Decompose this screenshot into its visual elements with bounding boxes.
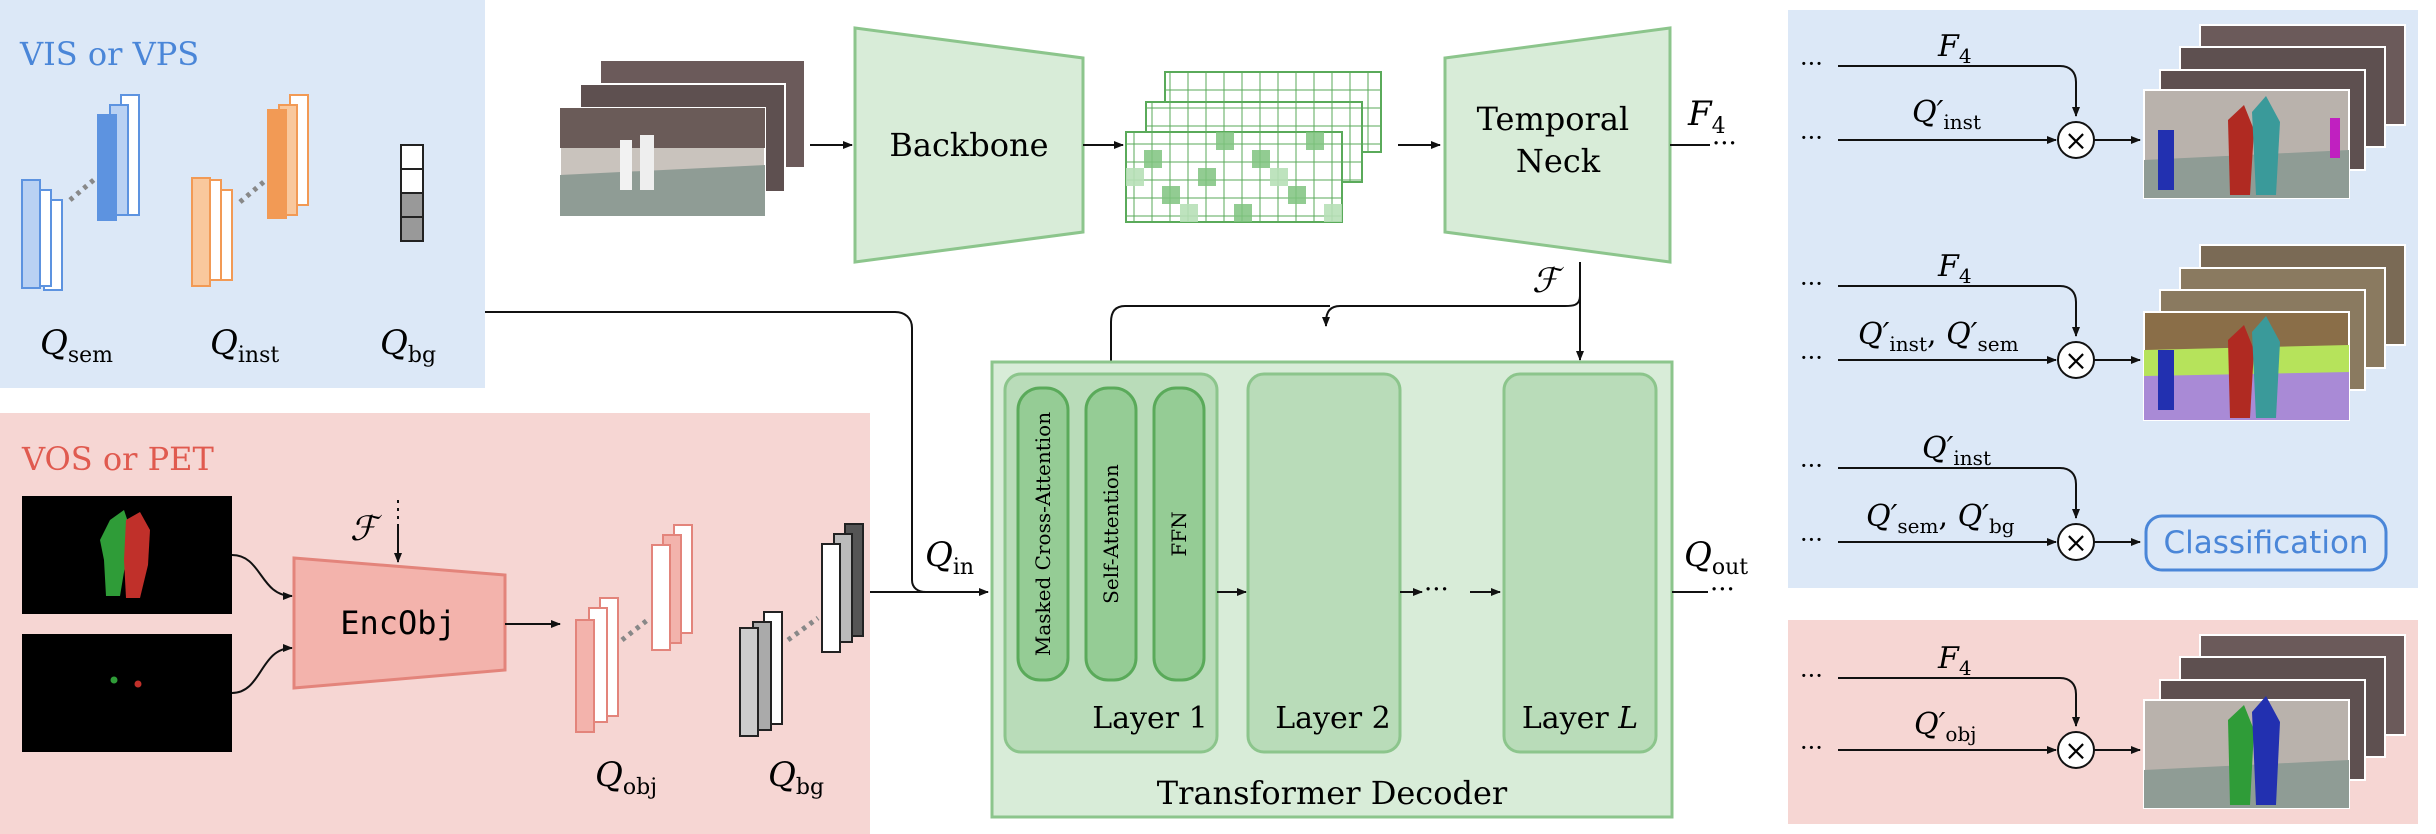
q-obj-dots: [620, 616, 652, 642]
row1-bottom-ellipsis: ···: [1800, 124, 1823, 152]
vis-panel-title: VIS or VPS: [19, 35, 199, 73]
row2-top-ellipsis: ···: [1800, 270, 1823, 298]
row4-top-ellipsis: ···: [1800, 662, 1823, 690]
instance-segmentation-result: [2143, 24, 2406, 199]
masked-cross-attention-block: [1016, 386, 1070, 682]
row3-times-symbol: ×: [2064, 526, 2087, 559]
q-obj-query-stack: [575, 524, 693, 733]
q-inst-dots: [238, 178, 268, 204]
object-points-image: [22, 634, 232, 752]
temporal-neck-label: Temporal Neck: [1477, 100, 1640, 180]
row1-times-symbol: ×: [2064, 124, 2087, 157]
q-bg-query-vis: [400, 144, 424, 242]
q-out-label: Qout: [1684, 535, 1748, 580]
decoder-title: Transformer Decoder: [1157, 774, 1508, 812]
multi-scale-feature-maps: [1125, 71, 1382, 223]
layer-2-label: Layer 2: [1275, 701, 1390, 736]
encobj-module: [292, 556, 507, 690]
backbone-label: Backbone: [889, 126, 1048, 164]
q-inst-query-stack: [191, 94, 309, 287]
row3-top-ellipsis: ···: [1800, 452, 1823, 480]
temporal-neck-module: [1443, 26, 1672, 264]
ffn-label: FFN: [1167, 511, 1191, 556]
vos-panel-title: VOS or PET: [21, 440, 215, 478]
q-sem-query-stack: [21, 94, 140, 291]
row2-bottom-ellipsis: ···: [1800, 344, 1823, 372]
row2-f4-label: F4: [1937, 249, 1972, 288]
row4-bottom-ellipsis: ···: [1800, 734, 1823, 762]
encobj-label: EncObj: [340, 604, 456, 642]
decoder-layer-L: [1502, 372, 1658, 754]
red-mask-shape: [124, 512, 150, 598]
row3-q-top-label: Q′inst: [1922, 431, 1991, 470]
row3-bottom-ellipsis: ···: [1800, 526, 1823, 554]
ffn-block: [1152, 386, 1206, 682]
row2-times-symbol: ×: [2064, 344, 2087, 377]
input-video-frames: [559, 59, 806, 217]
masked-cross-attention-label: Masked Cross-Attention: [1031, 412, 1055, 656]
vis-queries-connector: [485, 311, 927, 593]
q-sem-dots: [68, 176, 98, 202]
self-attention-label: Self-Attention: [1099, 464, 1123, 604]
row3-q-bottom-label: Q′sem, Q′bg: [1866, 499, 2015, 538]
decoder-layer-2: [1246, 372, 1402, 754]
panoptic-segmentation-result: [2143, 244, 2406, 421]
neck-output-ellipsis: ···: [1712, 129, 1737, 159]
row1-q-label: Q′inst: [1912, 95, 1981, 134]
neck-f-label: ℱ: [1532, 261, 1565, 301]
row1-f4-label: F4: [1937, 29, 1972, 68]
backbone-module: [853, 26, 1085, 264]
q-bg-query-stack-vos: [739, 523, 864, 737]
classification-label: Classification: [2163, 525, 2368, 561]
q-in-label: Qin: [925, 535, 974, 580]
red-point: [134, 680, 142, 688]
layer-1-label: Layer 1: [1092, 701, 1207, 736]
q-sem-label: Qsem: [40, 323, 113, 368]
row4-q-label: Q′obj: [1914, 707, 1976, 746]
layer-ellipsis: ···: [1424, 575, 1449, 605]
row2-q-label: Q′inst, Q′sem: [1858, 317, 2019, 356]
decoder-output-ellipsis: ···: [1710, 575, 1735, 605]
self-attention-block: [1084, 386, 1138, 682]
f4-label-top: F4: [1687, 94, 1726, 139]
video-object-segmentation-result: [2143, 634, 2406, 809]
row1-top-ellipsis: ···: [1800, 50, 1823, 78]
q-inst-label: Qinst: [210, 323, 279, 368]
q-obj-label: Qobj: [595, 755, 657, 800]
q-bg-label-vis: Qbg: [380, 323, 436, 368]
classification-box: [2144, 514, 2388, 572]
green-mask-shape: [100, 510, 130, 596]
row4-times-symbol: ×: [2064, 734, 2087, 767]
layer-L-label: Layer L: [1522, 701, 1638, 736]
q-bg-label-vos: Qbg: [768, 755, 824, 800]
row4-f4-label: F4: [1937, 641, 1972, 680]
green-point: [110, 676, 118, 684]
q-bg-dots-vos: [786, 615, 820, 643]
